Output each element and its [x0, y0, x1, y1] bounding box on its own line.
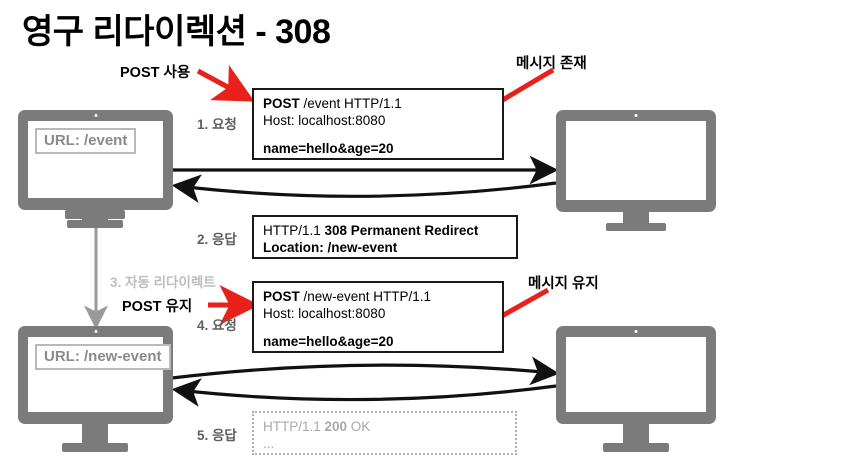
- response-1-version: HTTP/1.1: [263, 223, 325, 238]
- client-bottom-foot: [62, 443, 128, 452]
- page-title: 영구 리다이렉션 - 308: [22, 13, 331, 51]
- request-1-method: POST: [263, 96, 300, 111]
- http-message-request-2: POST /new-event HTTP/1.1 Host: localhost…: [252, 281, 504, 353]
- monitor-bezel: URL: /event: [18, 110, 173, 210]
- response-1-status: 308 Permanent Redirect: [324, 223, 479, 238]
- request-2-line-1: POST /new-event HTTP/1.1: [263, 288, 494, 305]
- monitor-screen: URL: /event: [28, 121, 163, 198]
- server-monitor-bottom: [556, 326, 716, 424]
- request-1-line-1: POST /event HTTP/1.1: [263, 95, 494, 112]
- response-2-version: HTTP/1.1: [263, 419, 325, 434]
- annotation-message-kept: 메시지 유지: [528, 276, 599, 292]
- monitor-screen: [566, 121, 706, 200]
- response-2-line-1: HTTP/1.1 200 OK: [263, 418, 507, 435]
- client-monitor-bottom: URL: /new-event: [18, 326, 173, 424]
- monitor-bezel: [556, 326, 716, 424]
- request-1-blank-line: [263, 129, 494, 140]
- http-message-response-1: HTTP/1.1 308 Permanent Redirect Location…: [252, 215, 518, 259]
- server-monitor-top: [556, 110, 716, 212]
- annotation-message-exists: 메시지 존재: [516, 56, 587, 72]
- client-top-foot: [67, 220, 123, 228]
- arrow-response-1: [171, 174, 557, 203]
- request-1-target: /event HTTP/1.1: [299, 96, 402, 111]
- request-2-line-2: Host: localhost:8080: [263, 306, 386, 321]
- http-message-response-2: HTTP/1.1 200 OK ...: [252, 411, 517, 455]
- request-2-blank-line: [263, 322, 494, 333]
- response-2-status: 200: [324, 419, 348, 434]
- arrow-request-2: [171, 356, 560, 386]
- http-message-request-1: POST /event HTTP/1.1 Host: localhost:808…: [252, 88, 504, 160]
- step-label-3: 3. 자동 리다이렉트: [110, 275, 216, 290]
- webcam-dot: [634, 330, 638, 333]
- monitor-screen: URL: /new-event: [28, 337, 171, 412]
- response-2-reason: OK: [347, 419, 371, 434]
- url-bar: URL: /event: [35, 128, 137, 154]
- request-2-method: POST: [263, 289, 300, 304]
- request-2-target: /new-event HTTP/1.1: [299, 289, 432, 304]
- response-2-body: ...: [263, 436, 275, 451]
- step-label-5: 5. 응답: [197, 428, 237, 443]
- annotation-post-preserved: POST 유지: [122, 299, 193, 315]
- request-1-line-2: Host: localhost:8080: [263, 113, 386, 128]
- monitor-bezel: [556, 110, 716, 212]
- server-top-foot: [606, 223, 666, 231]
- arrow-response-2: [171, 378, 557, 407]
- step-label-2: 2. 응답: [197, 232, 237, 247]
- server-bottom-foot: [603, 443, 669, 452]
- client-monitor-top: URL: /event: [18, 110, 173, 210]
- monitor-bezel: URL: /new-event: [18, 326, 173, 424]
- webcam-dot: [94, 114, 97, 117]
- server-bottom-neck: [623, 423, 649, 445]
- step-label-4: 4. 요청: [197, 318, 237, 333]
- monitor-screen: [566, 337, 706, 412]
- webcam-dot: [634, 114, 638, 117]
- server-top-neck: [623, 211, 649, 225]
- response-1-line-1: HTTP/1.1 308 Permanent Redirect: [263, 222, 508, 239]
- webcam-dot: [94, 330, 97, 333]
- url-bar: URL: /new-event: [35, 344, 171, 370]
- annotation-post-usage: POST 사용: [120, 65, 191, 81]
- request-1-body: name=hello&age=20: [263, 141, 394, 156]
- step-label-1: 1. 요청: [197, 117, 237, 132]
- client-bottom-neck: [82, 423, 108, 445]
- response-1-location: Location: /new-event: [263, 240, 398, 255]
- red-arrow-post-usage: [196, 64, 255, 102]
- request-2-body: name=hello&age=20: [263, 334, 394, 349]
- client-top-neck: [82, 210, 108, 222]
